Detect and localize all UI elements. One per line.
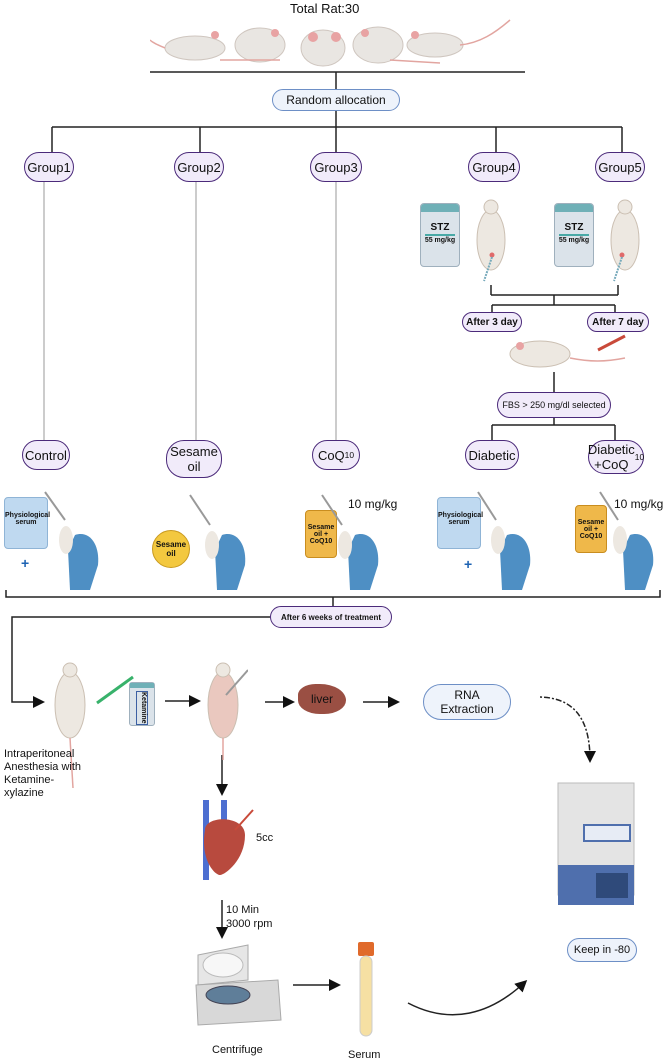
blood-volume-label: 5cc [256, 832, 274, 844]
rat-blood-sampling-icon [509, 334, 626, 368]
sesame-coq10-bottle-icon: Sesame oil + CoQ10 [305, 510, 337, 558]
ketamine-vial-icon: Ketamine [129, 682, 155, 726]
random-allocation-box: Random allocation [272, 89, 400, 111]
rat-dissection-icon [207, 662, 248, 760]
rna-extraction-box: RNA Extraction [423, 684, 511, 720]
plus-icon: + [21, 555, 30, 571]
gavage-hands-icons [44, 491, 654, 590]
syringe-icon [96, 675, 134, 705]
group3-box: Group3 [310, 152, 362, 182]
rat-supine-icon [476, 199, 506, 282]
after-7-day-box: After 7 day [587, 312, 649, 332]
treatment-bracket [5, 590, 661, 598]
sesame-oil-box: Sesame oil [166, 440, 222, 478]
total-rats-label: Total Rat:30 [290, 1, 360, 16]
centrifuge-icon [195, 944, 282, 1026]
stz-dose: 55 mg/kg [424, 237, 456, 244]
centrifuge-speed-label: 3000 rpm [226, 918, 273, 930]
group2-box: Group2 [174, 152, 224, 182]
centrifuge-label: Centrifuge [212, 1044, 263, 1056]
physiological-serum-bag-icon: Physiological serum [437, 497, 483, 549]
physiological-serum-bag-icon: Physiological serum [4, 497, 50, 549]
rat-anesthesia-icon [54, 662, 86, 789]
stz-dose: 55 mg/kg [558, 237, 590, 244]
group4-box: Group4 [468, 152, 520, 182]
heart-icon [203, 800, 254, 880]
group1-box: Group1 [24, 152, 74, 182]
control-box: Control [22, 440, 70, 470]
rats-illustration-icon [150, 19, 511, 67]
freezer-icon [557, 782, 635, 905]
fbs-selection-box: FBS > 250 mg/dl selected [497, 392, 611, 418]
stz-label: STZ [430, 222, 450, 233]
sesame-oil-bottle-icon: Sesame oil [152, 530, 190, 568]
ketamine-label: Ketamine [136, 691, 148, 725]
stz-label: STZ [564, 222, 584, 233]
liver-icon: liver [298, 684, 346, 714]
rna-extraction-label: RNA Extraction [440, 688, 494, 716]
diabetic-box: Diabetic [465, 440, 519, 470]
plus-icon: + [464, 556, 473, 572]
centrifuge-time-label: 10 Min [226, 904, 260, 916]
keep-in-minus-80-box: Keep in -80 [567, 938, 637, 962]
serum-label: Serum [348, 1049, 381, 1061]
after-6-weeks-box: After 6 weeks of treatment [270, 606, 392, 628]
rat-supine-icon [610, 199, 640, 282]
anesthesia-label: Intraperitoneal Anesthesia with Ketamine… [4, 748, 82, 799]
sesame-coq10-bottle-icon: Sesame oil + CoQ10 [575, 505, 607, 553]
serum-tube-icon [358, 942, 374, 1037]
stz-vial-icon-2: STZ 55 mg/kg [554, 203, 594, 267]
stz-vial-icon-1: STZ 55 mg/kg [420, 203, 460, 267]
group5-box: Group5 [595, 152, 645, 182]
dose-label: 10 mg/kg [348, 497, 398, 511]
dose-label: 10 mg/kg [614, 497, 664, 511]
after-3-day-box: After 3 day [462, 312, 522, 332]
